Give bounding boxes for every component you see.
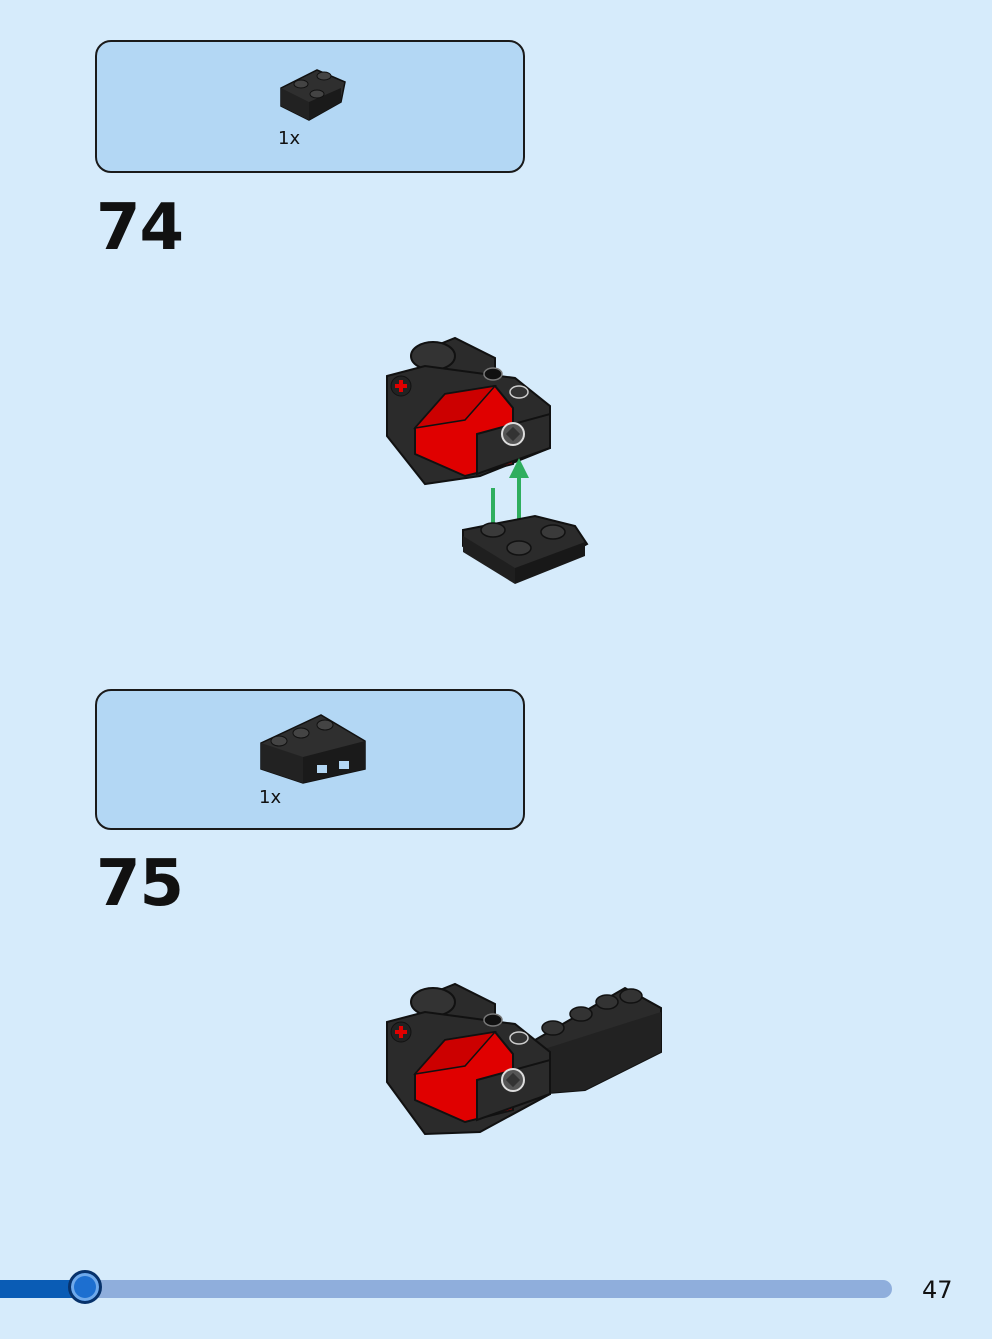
page-number: 47 [922, 1276, 953, 1304]
step-number: 75 [96, 847, 184, 921]
progress-track [0, 1280, 892, 1298]
step-75-assembly-illustration [386, 982, 662, 1136]
progress-knob [68, 1270, 102, 1304]
wedge-brick-icon [260, 714, 366, 784]
progress-fill [0, 1280, 85, 1298]
part-quantity: 1x [278, 128, 301, 149]
parts-callout-75: 1x [95, 689, 525, 830]
parts-callout-74: 1x [95, 40, 525, 173]
part-quantity: 1x [259, 787, 282, 808]
wedge-plate-icon [280, 69, 346, 121]
step-74-assembly-illustration [386, 336, 589, 584]
step-number: 74 [96, 191, 184, 265]
